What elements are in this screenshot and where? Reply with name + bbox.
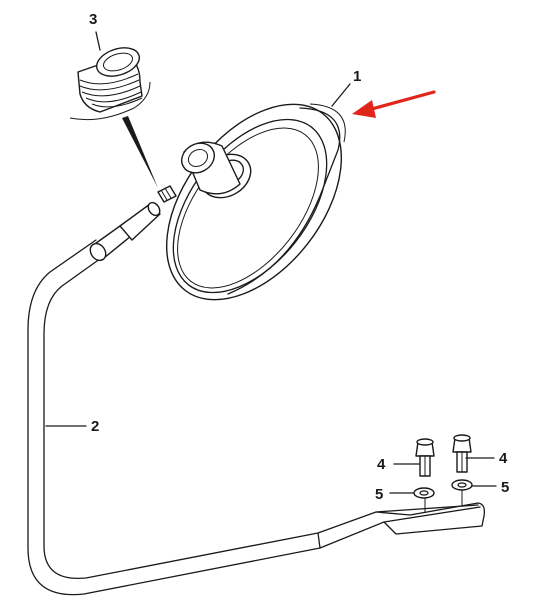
- callout-5-right: 5: [501, 479, 509, 496]
- bolt-right: [452, 434, 472, 473]
- callout-2: 2: [91, 418, 99, 435]
- mirror-disc: [165, 103, 346, 301]
- bolt-left: [415, 438, 435, 477]
- callout-1: 1: [353, 68, 361, 85]
- leader-1: [331, 83, 351, 107]
- callout-4-left: 4: [377, 456, 386, 473]
- leader-3: [95, 31, 101, 51]
- washer-left: [413, 487, 435, 499]
- highlight-arrow: [352, 90, 436, 118]
- threaded-cap: [69, 47, 158, 188]
- callout-4-right: 4: [499, 450, 508, 467]
- callout-3: 3: [89, 11, 97, 28]
- set-screw: [157, 185, 177, 203]
- washer-right: [451, 479, 473, 491]
- callout-5-left: 5: [375, 486, 383, 503]
- bracket-rod: [27, 201, 486, 596]
